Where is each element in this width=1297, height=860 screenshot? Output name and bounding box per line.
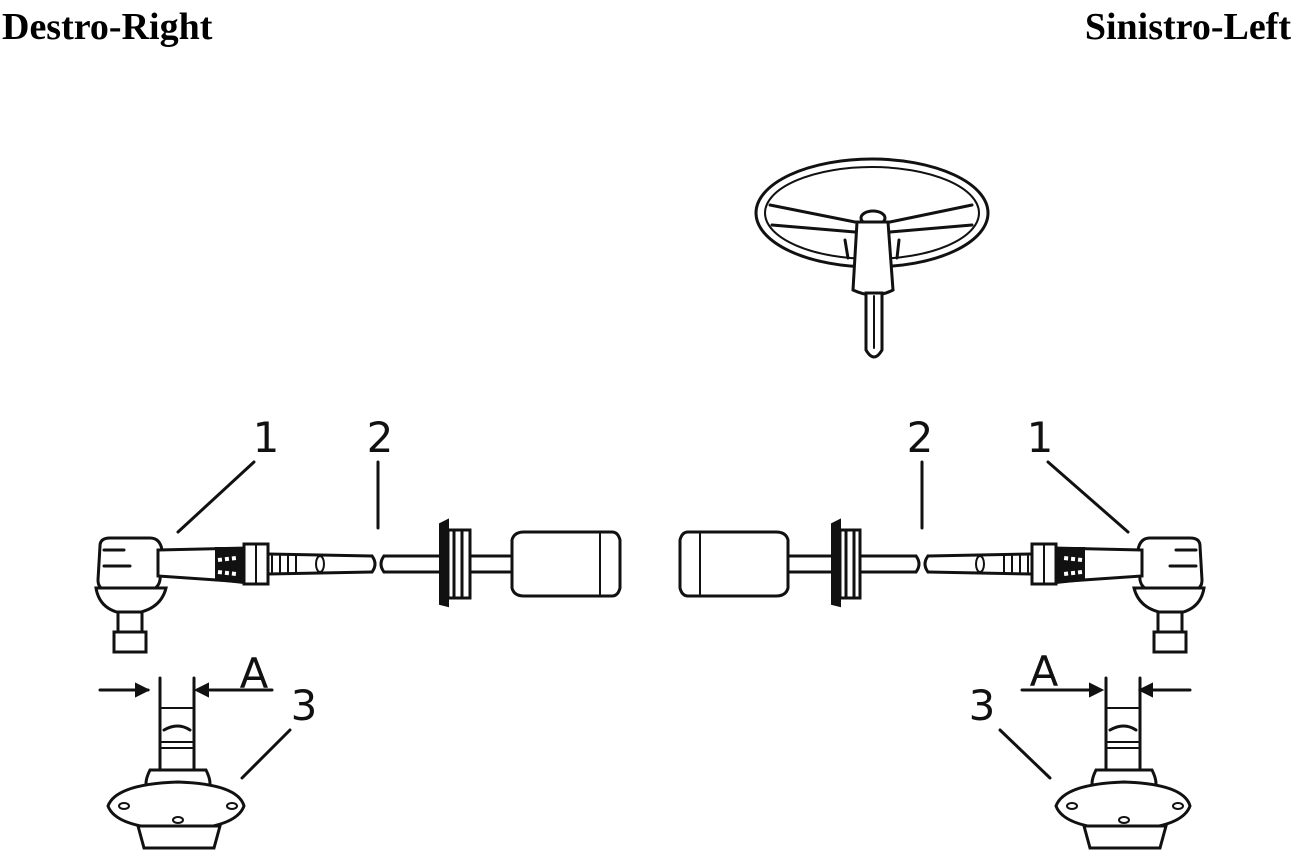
lh-tie-rod	[858, 552, 1034, 576]
lh-dimension-label: A	[1030, 647, 1059, 696]
rh-ball-joint	[98, 676, 274, 850]
rh-tie-rod	[266, 552, 442, 576]
rh-callout-leaders	[176, 460, 380, 780]
lh-callout-tie-rod: 2	[907, 413, 934, 462]
rh-callout-tie-rod: 2	[367, 413, 394, 462]
rh-callout-ball-joint: 3	[291, 681, 318, 730]
rh-tie-rod-end	[94, 536, 270, 654]
lh-callout-ball-joint: 3	[969, 681, 996, 730]
lh-ball-joint	[1020, 676, 1192, 850]
rh-dimension-label: A	[240, 649, 269, 698]
steering-wheel	[754, 157, 990, 359]
rh-callout-tie-rod-end: 1	[253, 413, 280, 462]
lh-callout-tie-rod-end: 1	[1027, 413, 1054, 462]
header-left-hand-drive: Sinistro-Left	[1084, 6, 1291, 48]
rh-steering-rack-boot	[439, 518, 622, 608]
lh-tie-rod-end	[1030, 536, 1206, 654]
lh-callout-leaders	[920, 460, 1130, 780]
lh-steering-rack-boot	[678, 518, 862, 608]
header-right-hand-drive: Destro-Right	[2, 6, 213, 48]
